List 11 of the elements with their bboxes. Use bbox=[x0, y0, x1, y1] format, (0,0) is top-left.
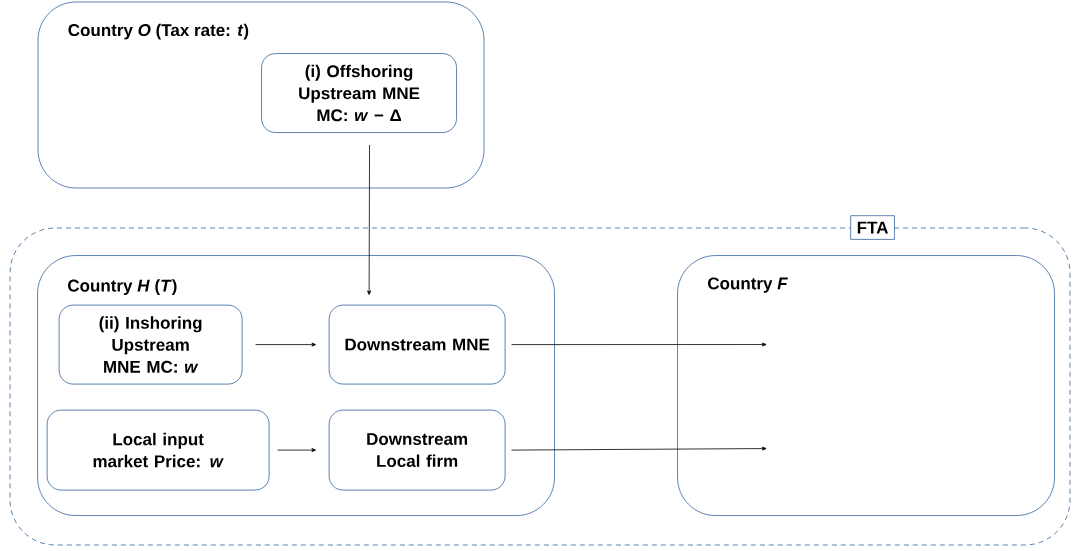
arrow bbox=[511, 342, 767, 347]
process-box: Downstream MNE bbox=[328, 304, 506, 385]
process-box: (i) Offshoring Upstream MNE MC: w − Δ bbox=[261, 53, 457, 133]
arrow bbox=[255, 342, 316, 347]
process-box: Local input market Price: w bbox=[46, 409, 270, 491]
country-box: Country F bbox=[677, 255, 1055, 516]
arrow bbox=[277, 448, 316, 453]
arrow bbox=[511, 446, 767, 451]
process-box: (ii) Inshoring Upstream MNE MC: w bbox=[58, 304, 243, 385]
process-box: Downstream Local firm bbox=[328, 409, 506, 491]
arrow bbox=[367, 144, 372, 295]
